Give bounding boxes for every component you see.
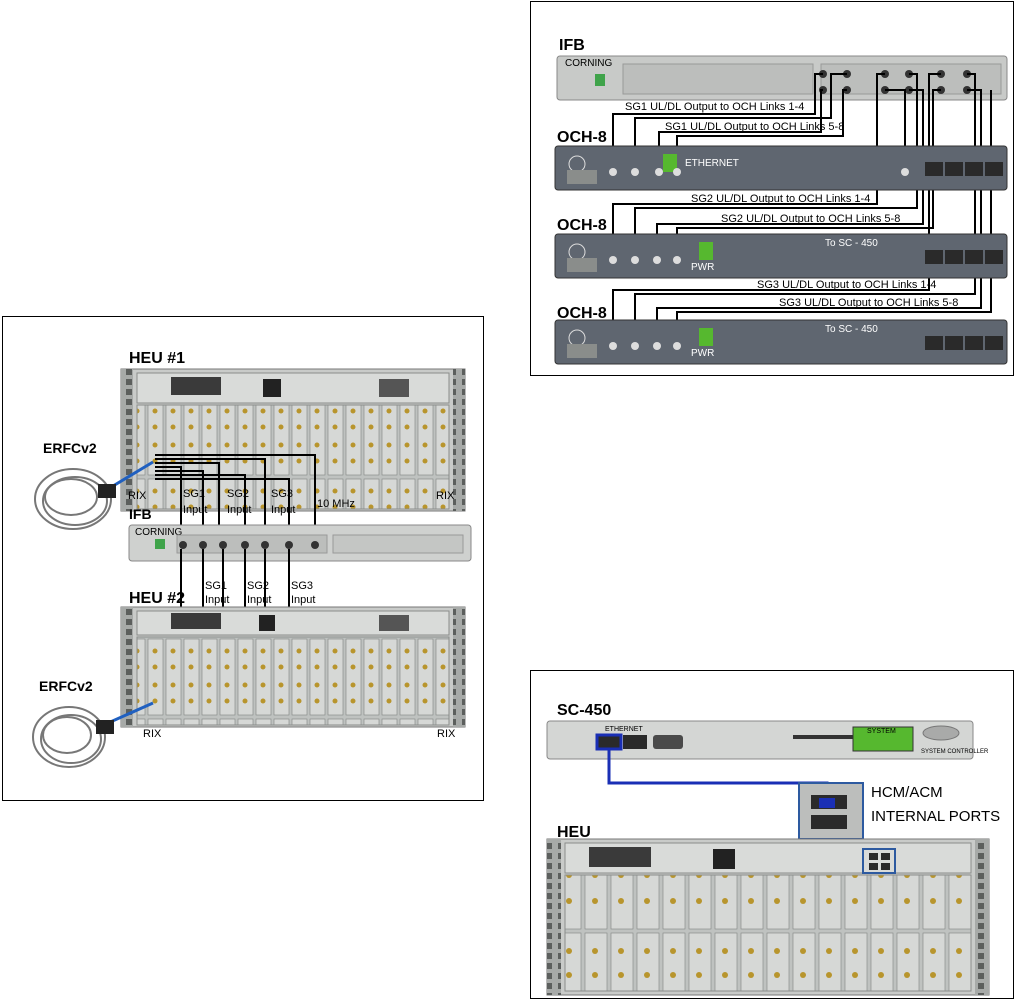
heu1-cables — [155, 454, 316, 545]
rix-top-left: RIX — [128, 490, 147, 502]
och2-label: OCH-8 — [557, 217, 607, 234]
och3-pwr: PWR — [691, 348, 714, 359]
label-sg1-5-8: SG1 UL/DL Output to OCH Links 5-8 — [665, 121, 844, 133]
erfc-bottom-cable — [32, 701, 154, 768]
sg1-top-label: SG1 — [183, 488, 205, 500]
och1-label: OCH-8 — [557, 129, 607, 146]
sg3-bot-label: SG3 — [291, 580, 313, 592]
label-sg3-5-8: SG3 UL/DL Output to OCH Links 5-8 — [779, 297, 958, 309]
erfc-bottom-label: ERFCv2 — [39, 678, 93, 694]
sc450-ethernet: ETHERNET — [605, 726, 643, 733]
sg2-top-label: SG2 — [227, 488, 249, 500]
och2-chassis: PWR To SC - 450 — [554, 233, 1008, 279]
hcm-acm-label-2: INTERNAL PORTS — [871, 808, 1000, 825]
och1-chassis: ETHERNET — [554, 145, 1008, 191]
ifb-och-diagram: IFB CORNING SG1 UL/DL Output to OCH Link… — [530, 1, 1014, 376]
label-sg1-1-4: SG1 UL/DL Output to OCH Links 1-4 — [625, 101, 804, 113]
ifb-och-cables — [612, 73, 992, 338]
input-bot-3: Input — [291, 594, 315, 606]
heu-ifb-diagram-svg: HEU #1 ERFCv2 RIX RIX SG1 Input SG2 Inpu… — [32, 350, 472, 768]
input-top-3: Input — [271, 504, 295, 516]
ifb-chassis: CORNING — [128, 524, 472, 562]
input-top-2: Input — [227, 504, 251, 516]
tenmhz-label: 10 MHz — [317, 498, 355, 510]
och2-pwr: PWR — [691, 262, 714, 273]
heu-ifb-diagram: HEU #1 ERFCv2 RIX RIX SG1 Input SG2 Inpu… — [2, 316, 484, 801]
sc450-system: SYSTEM — [867, 728, 896, 735]
ifb-och-labels: SG1 UL/DL Output to OCH Links 1-4 SG1 UL… — [625, 101, 958, 309]
och1-ports — [609, 168, 909, 176]
och2-to-sc: To SC - 450 — [825, 238, 878, 249]
hcm-acm-label-1: HCM/ACM — [871, 784, 943, 801]
och2-ports — [609, 256, 681, 264]
label-sg3-1-4: SG3 UL/DL Output to OCH Links 1-4 — [757, 279, 936, 291]
sg3-top-label: SG3 — [271, 488, 293, 500]
ifb-top-corning: CORNING — [565, 58, 612, 69]
ifb-och-diagram-svg: IFB CORNING SG1 UL/DL Output to OCH Link… — [554, 37, 1008, 365]
sc450-chassis: ETHERNET SYSTEM SYSTEM CONTROLLER — [546, 720, 989, 760]
heu1-chassis — [120, 368, 466, 512]
sc450-label: SC-450 — [557, 702, 611, 719]
sc450-system-controller: SYSTEM CONTROLLER — [921, 749, 989, 755]
sc450-heu-diagram: SC-450 ETHERNET SYSTEM SYSTEM CONTROLLER… — [530, 670, 1014, 999]
och3-ports — [609, 342, 681, 350]
sc450-heu-diagram-svg: SC-450 ETHERNET SYSTEM SYSTEM CONTROLLER… — [546, 702, 1000, 996]
sg1-bot-label: SG1 — [205, 580, 227, 592]
erfc-top-cable — [34, 460, 154, 530]
heu2-label-text: HEU #2 — [129, 590, 185, 607]
ifb-top-label: IFB — [559, 37, 585, 54]
och3-to-sc: To SC - 450 — [825, 324, 878, 335]
label-sg2-5-8: SG2 UL/DL Output to OCH Links 5-8 — [721, 213, 900, 225]
input-bot-1: Input — [205, 594, 229, 606]
label-sg2-1-4: SG2 UL/DL Output to OCH Links 1-4 — [691, 193, 870, 205]
och3-chassis: PWR To SC - 450 — [554, 319, 1008, 365]
rix-bottom-left: RIX — [143, 728, 162, 740]
heu1-label: HEU #1 — [129, 350, 185, 367]
ifb-ports — [179, 541, 319, 549]
input-top-1: Input — [183, 504, 207, 516]
input-bot-2: Input — [247, 594, 271, 606]
heu2-chassis — [120, 606, 466, 728]
sg2-bot-label: SG2 — [247, 580, 269, 592]
ifb-label: IFB — [129, 506, 152, 522]
heu-chassis — [546, 838, 990, 996]
hcm-acm-callout — [798, 782, 864, 840]
och1-ethernet: ETHERNET — [685, 158, 739, 169]
rix-top-right: RIX — [436, 490, 455, 502]
ifb-corning-logo: CORNING — [135, 527, 182, 538]
rix-bottom-right: RIX — [437, 728, 456, 740]
heu-label: HEU — [557, 824, 591, 841]
och3-label: OCH-8 — [557, 305, 607, 322]
erfc-top-label: ERFCv2 — [43, 440, 97, 456]
